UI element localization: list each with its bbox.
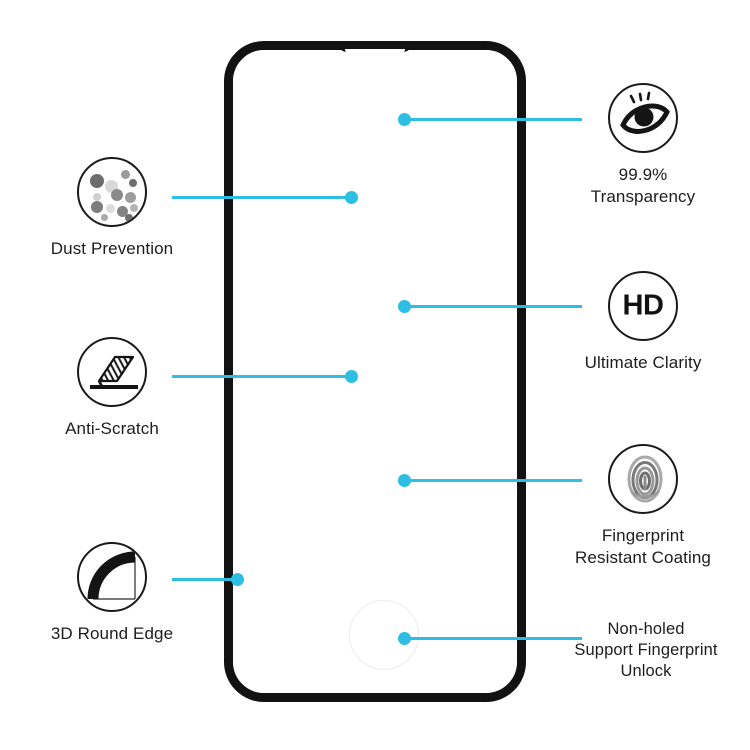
feature-label-ultimate-clarity: Ultimate Clarity [584,353,702,372]
fingerprint-icon [608,444,678,514]
scratch-blade-icon [77,337,147,407]
feature-anti-scratch: Anti-Scratch [22,337,202,440]
connector-dot-clarity [398,300,411,313]
feature-fingerprint-unlock: Non-holed Support Fingerprint Unlock [551,619,741,682]
fingerprint-glyph [627,455,663,503]
eye-icon [608,83,678,153]
scratch-blade-glyph [97,355,135,389]
connector-dot-fingerprint [398,474,411,487]
feature-label-transparency: 99.9% Transparency [590,165,696,206]
eye-glyph [620,91,670,134]
feature-label-fingerprint-unlock: Non-holed Support Fingerprint Unlock [574,620,718,680]
scratch-surface-line [90,385,138,389]
round-edge-glyph [87,551,136,600]
connector-line-clarity [404,305,582,308]
phone-notch-cutout [345,49,405,55]
feature-round-edge: 3D Round Edge [22,542,202,645]
in-display-fingerprint-sensor [349,600,419,670]
phone-screen [233,50,517,693]
connector-line-fingerprint [404,479,582,482]
feature-ultimate-clarity: HD Ultimate Clarity [553,271,733,374]
feature-dust-prevention: Dust Prevention [22,157,202,260]
phone-notch [338,41,412,52]
feature-label-dust-prevention: Dust Prevention [50,239,174,258]
connector-line-dust [172,196,354,199]
connector-line-scratch [172,375,354,378]
connector-line-edge [172,578,240,581]
connector-dot-dust [345,191,358,204]
connector-line-unlock [404,637,582,640]
feature-fingerprint-resistant: Fingerprint Resistant Coating [553,444,733,569]
connector-line-transparency [404,118,582,121]
round-edge-arc-icon [77,542,147,612]
feature-label-fingerprint-resistant: Fingerprint Resistant Coating [575,526,711,567]
connector-dot-transparency [398,113,411,126]
feature-label-round-edge: 3D Round Edge [50,624,174,643]
hd-icon: HD [608,271,678,341]
feature-transparency: 99.9% Transparency [553,83,733,208]
phone-mockup [224,41,526,702]
connector-dot-scratch [345,370,358,383]
hd-icon-text: HD [622,289,664,322]
connector-dot-edge [231,573,244,586]
feature-label-anti-scratch: Anti-Scratch [65,419,159,438]
dust-particles-icon [77,157,147,227]
connector-dot-unlock [398,632,411,645]
